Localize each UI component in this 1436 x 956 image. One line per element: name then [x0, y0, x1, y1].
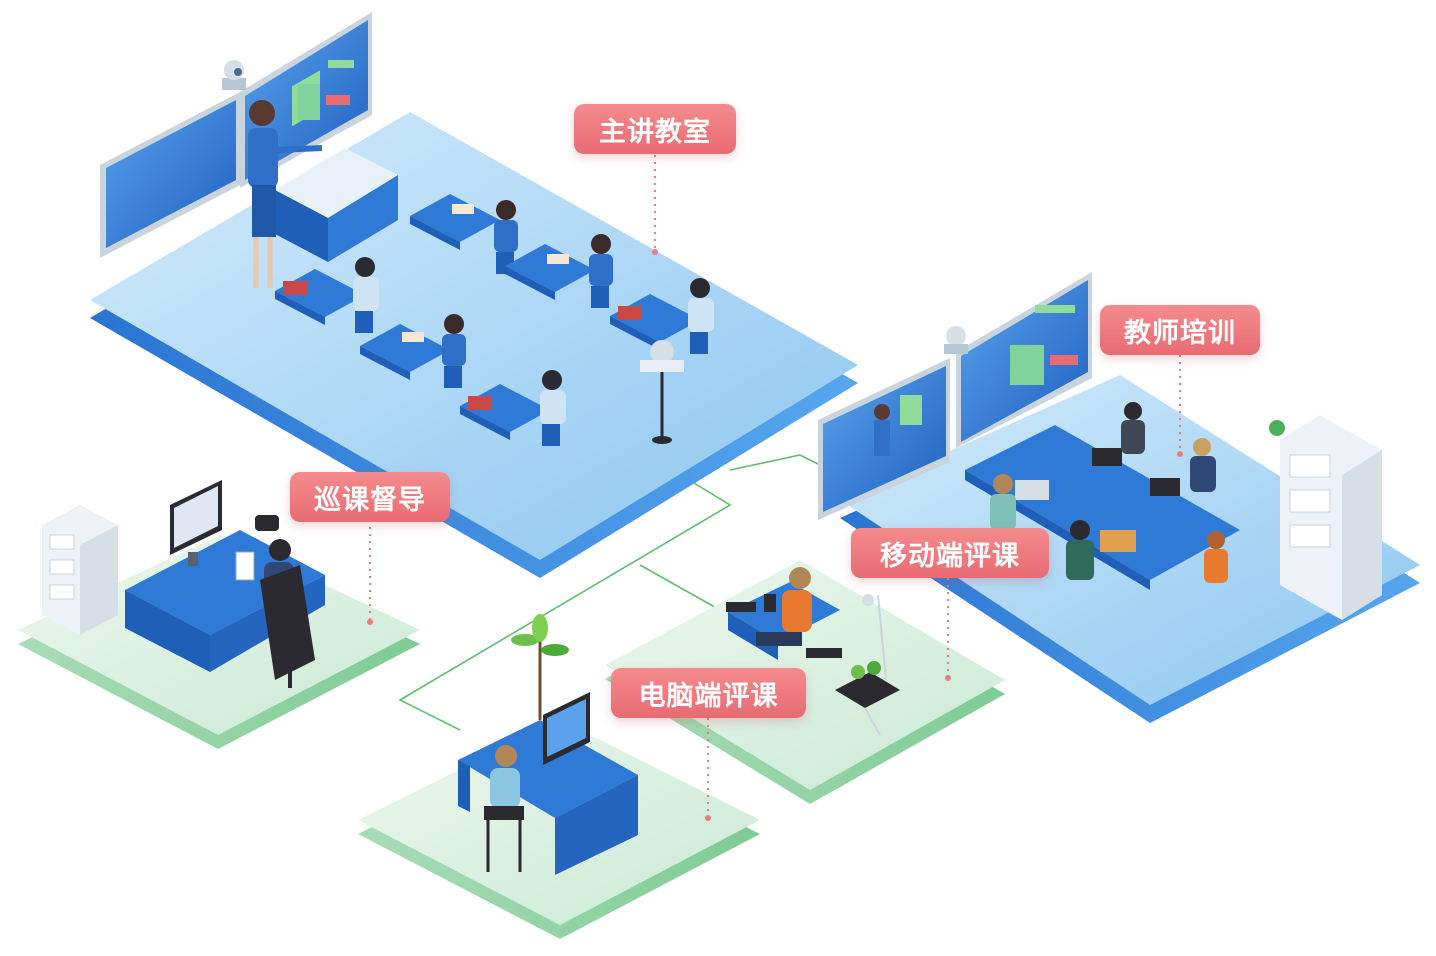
patrol-supervisor: [235, 539, 315, 688]
pc-review-scene: [458, 614, 638, 875]
patrol-phone-icon: [255, 515, 279, 531]
ptz-camera-icon: [222, 60, 246, 90]
pc-desk: [458, 720, 638, 875]
mobile-reviewer: [756, 567, 812, 646]
training-camera-icon: [944, 326, 968, 354]
teacher-desk: [275, 148, 398, 262]
teacher-figure: [248, 100, 323, 288]
training-screens: [818, 272, 1092, 520]
side-table-icon: [835, 661, 900, 736]
training-scene: [818, 272, 1382, 620]
main-classroom-scene: [100, 12, 714, 446]
training-cabinet: [1269, 415, 1382, 620]
pc-monitor-icon: [543, 692, 590, 765]
mobile-camera-icon: [862, 594, 887, 681]
pc-reviewer: [484, 745, 524, 872]
label-patrol-supervision: 巡课督导: [290, 472, 450, 522]
patrol-cabinet: [42, 505, 118, 635]
label-teacher-training: 教师培训: [1100, 305, 1260, 355]
classroom-whiteboard: [100, 12, 372, 258]
mobile-review-scene: [726, 567, 900, 736]
student-desks: [275, 194, 714, 446]
tripod-camera-icon: [640, 340, 684, 444]
patrol-monitor-icon: [170, 480, 222, 566]
plant-icon: [511, 614, 569, 720]
label-leaders: [367, 155, 1183, 821]
training-people: [990, 402, 1228, 583]
label-mobile-review: 移动端评课: [851, 528, 1049, 578]
label-main-classroom: 主讲教室: [574, 104, 736, 154]
patrol-scene: [42, 480, 325, 688]
label-pc-review: 电脑端评课: [611, 668, 806, 718]
